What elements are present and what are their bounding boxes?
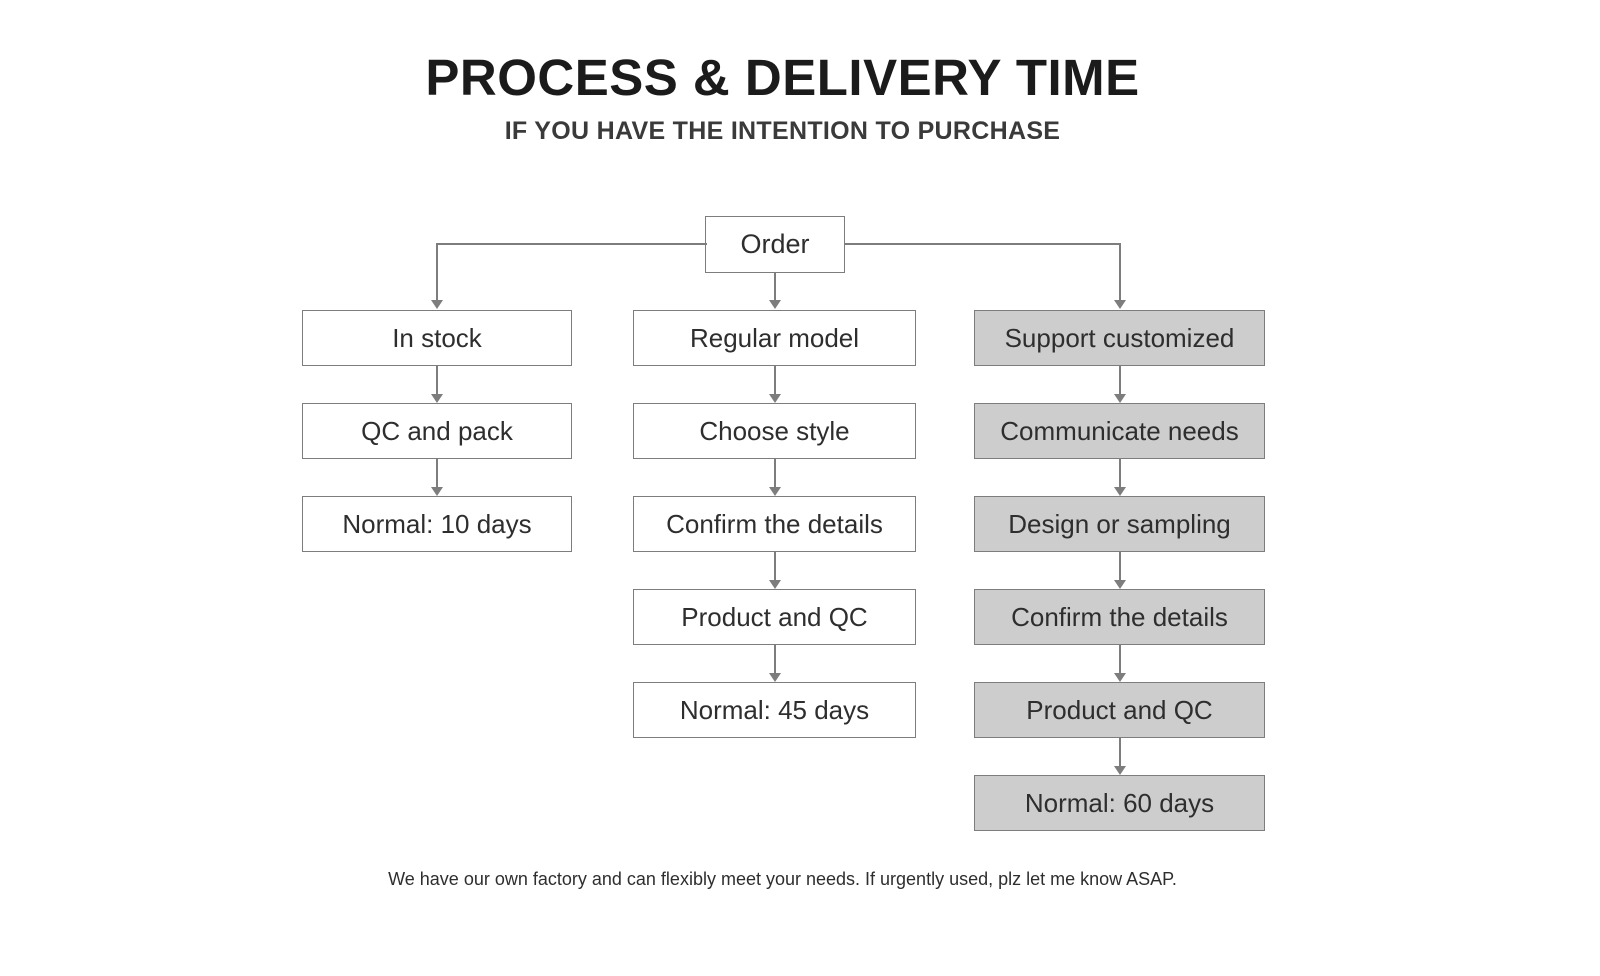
node-normal-10-days[interactable]: Normal: 10 days <box>302 496 572 552</box>
node-choose-style[interactable]: Choose style <box>633 403 916 459</box>
connector-order-to-right-vertical <box>1119 243 1121 301</box>
arrowhead-choose-style-to-confirm-details <box>769 487 781 496</box>
connector-order-to-right-horizontal <box>845 243 1121 245</box>
connector-in-stock-to-qc-and-pack <box>436 366 438 396</box>
connector-product-and-qc-to-normal-60-days <box>1119 738 1121 768</box>
connector-confirm-details-to-product-and-qc-right <box>1119 645 1121 675</box>
connector-support-customized-to-communicate-needs <box>1119 366 1121 396</box>
arrowhead-confirm-details-to-product-and-qc <box>769 580 781 589</box>
node-design-or-sampling[interactable]: Design or sampling <box>974 496 1265 552</box>
node-normal-60-days[interactable]: Normal: 60 days <box>974 775 1265 831</box>
arrowhead-support-customized-to-communicate-needs <box>1114 394 1126 403</box>
connector-order-to-middle-vertical <box>774 273 776 301</box>
node-product-and-qc-right[interactable]: Product and QC <box>974 682 1265 738</box>
connector-choose-style-to-confirm-details <box>774 459 776 489</box>
connector-regular-model-to-choose-style <box>774 366 776 396</box>
connector-order-to-left-vertical <box>436 243 438 301</box>
connector-communicate-needs-to-design-or-sampling <box>1119 459 1121 489</box>
arrowhead-product-and-qc-to-normal-45-days <box>769 673 781 682</box>
connector-product-and-qc-to-normal-45-days <box>774 645 776 675</box>
arrowhead-communicate-needs-to-design-or-sampling <box>1114 487 1126 496</box>
node-support-customized[interactable]: Support customized <box>974 310 1265 366</box>
connector-order-to-left-horizontal <box>437 243 707 245</box>
connector-design-or-sampling-to-confirm-details <box>1119 552 1121 582</box>
connector-confirm-details-to-product-and-qc <box>774 552 776 582</box>
node-product-and-qc-middle[interactable]: Product and QC <box>633 589 916 645</box>
node-regular-model[interactable]: Regular model <box>633 310 916 366</box>
node-confirm-the-details-right[interactable]: Confirm the details <box>974 589 1265 645</box>
arrowhead-order-to-regular-model <box>769 300 781 309</box>
node-qc-and-pack[interactable]: QC and pack <box>302 403 572 459</box>
node-confirm-the-details-middle[interactable]: Confirm the details <box>633 496 916 552</box>
page-title: PROCESS & DELIVERY TIME <box>425 49 1140 106</box>
arrowhead-order-to-in-stock <box>431 300 443 309</box>
arrowhead-in-stock-to-qc-and-pack <box>431 394 443 403</box>
arrowhead-order-to-support-customized <box>1114 300 1126 309</box>
node-order[interactable]: Order <box>705 216 845 273</box>
arrowhead-confirm-details-to-product-and-qc-right <box>1114 673 1126 682</box>
node-in-stock[interactable]: In stock <box>302 310 572 366</box>
arrowhead-regular-model-to-choose-style <box>769 394 781 403</box>
footer-note: We have our own factory and can flexibly… <box>388 869 1177 889</box>
page-subtitle: IF YOU HAVE THE INTENTION TO PURCHASE <box>504 117 1061 145</box>
arrowhead-product-and-qc-to-normal-60-days <box>1114 766 1126 775</box>
connector-qc-and-pack-to-normal-10-days <box>436 459 438 489</box>
node-communicate-needs[interactable]: Communicate needs <box>974 403 1265 459</box>
arrowhead-qc-and-pack-to-normal-10-days <box>431 487 443 496</box>
node-normal-45-days[interactable]: Normal: 45 days <box>633 682 916 738</box>
arrowhead-design-or-sampling-to-confirm-details <box>1114 580 1126 589</box>
